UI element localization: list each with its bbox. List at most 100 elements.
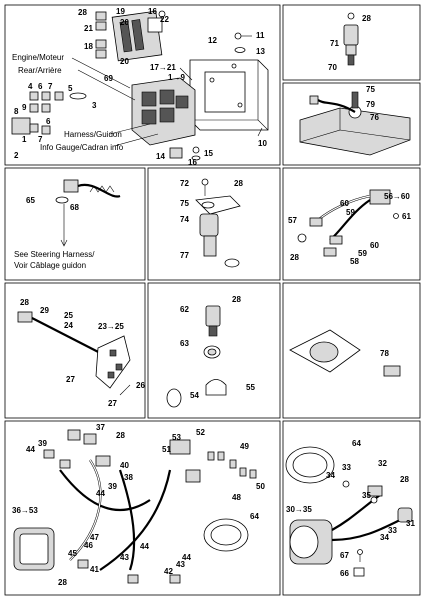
callout-72: 72 (180, 179, 189, 188)
callout-53: 53 (172, 433, 181, 442)
callout-28: 28 (116, 431, 125, 440)
callout-18: 18 (84, 42, 93, 51)
callout-64: 64 (250, 512, 259, 521)
callout-1-9: 1→9 (168, 73, 185, 82)
callout-60: 60 (340, 199, 349, 208)
callout-76: 76 (370, 113, 379, 122)
callout-28: 28 (234, 179, 243, 188)
panel-switch-23: 28 29 25 24 23→25 27 26 27 (17, 298, 145, 408)
callout-19: 19 (116, 7, 125, 16)
callout-63: 63 (180, 339, 189, 348)
callout-78: 78 (380, 349, 389, 358)
callout-24: 24 (64, 321, 73, 330)
callout-38: 38 (124, 473, 133, 482)
callout-30-35: 30→35 (286, 505, 312, 514)
callout-12: 12 (208, 36, 217, 45)
callout-55: 55 (246, 383, 255, 392)
callout-10: 10 (258, 139, 267, 148)
callout-43: 43 (120, 553, 129, 562)
callout-23-25: 23→25 (98, 322, 124, 331)
callout-48: 48 (232, 493, 241, 502)
callout-39b: 39 (108, 482, 117, 491)
panel-subharness-56: 56→60 60 57 59 61 60 28 59 58 (288, 189, 411, 266)
callout-28: 28 (362, 14, 371, 23)
callout-28: 28 (232, 295, 241, 304)
callout-28: 28 (20, 298, 29, 307)
callout-34: 34 (326, 471, 335, 480)
panel-cable-65: 65 68 See Steering Harness/ Voir Câblage… (14, 179, 121, 270)
callout-33: 33 (342, 463, 351, 472)
callout-56-60: 56→60 (384, 192, 410, 201)
callout-49: 49 (240, 442, 249, 451)
callout-40: 40 (120, 461, 129, 470)
label-rear: Rear/Arrière (18, 66, 62, 75)
panel-bracket-77: 72 28 75 74 77 (180, 178, 243, 268)
callout-32: 32 (378, 459, 387, 468)
callout-57: 57 (288, 216, 297, 225)
callout-75: 75 (180, 199, 189, 208)
panel-frames (4, 4, 421, 596)
callout-66: 66 (340, 569, 349, 578)
callout-42: 42 (164, 567, 173, 576)
label-engine: Engine/Moteur (12, 53, 64, 62)
callout-28b: 28 (58, 578, 67, 587)
callout-29: 29 (40, 306, 49, 315)
panel-sensor-71: 28 71 70 (328, 12, 371, 72)
callout-20b: 20 (120, 57, 129, 66)
callout-36-53: 36→53 (12, 506, 38, 515)
callout-60b: 60 (370, 241, 379, 250)
callout-65: 65 (26, 196, 35, 205)
callout-44b: 44 (96, 489, 105, 498)
callout-45: 45 (68, 549, 77, 558)
callout-59: 59 (346, 208, 355, 217)
callout-15: 15 (204, 149, 213, 158)
callout-33b: 33 (388, 526, 397, 535)
callout-74: 74 (180, 215, 189, 224)
label-see-steering: See Steering Harness/ (14, 250, 95, 259)
callout-35: 35 (362, 491, 371, 500)
callout-54: 54 (190, 391, 199, 400)
callout-3: 3 (92, 101, 97, 110)
label-harness: Harness/Guidon (64, 130, 122, 139)
panel-sensor-62: 62 28 63 54 55 (166, 295, 255, 408)
callout-62: 62 (180, 305, 189, 314)
panel-valve-block: 75 79 76 (299, 85, 411, 156)
callout-41: 41 (90, 565, 99, 574)
callout-21: 21 (84, 24, 93, 33)
callout-20: 20 (120, 18, 129, 27)
callout-37: 37 (96, 423, 105, 432)
callout-4: 4 (28, 82, 33, 91)
callout-46: 46 (84, 541, 93, 550)
callout-34b: 34 (380, 533, 389, 542)
callout-14: 14 (156, 152, 165, 161)
callout-6b: 6 (46, 117, 51, 126)
callout-64: 64 (352, 439, 361, 448)
panel-gauge-harness: 37 28 39 44 40 38 39 44 36→53 45 47 46 4… (12, 423, 265, 587)
callout-1: 1 (22, 135, 27, 144)
callout-44: 44 (26, 445, 35, 454)
callout-69: 69 (104, 74, 113, 83)
callout-58: 58 (350, 257, 359, 266)
callout-28: 28 (78, 8, 87, 17)
callout-7b: 7 (38, 135, 43, 144)
panel-main-labels: Engine/Moteur Rear/Arrière Harness/Guido… (12, 7, 267, 167)
callout-7: 7 (48, 82, 53, 91)
panel-housing-78: 78 (289, 329, 401, 377)
callout-39: 39 (38, 439, 47, 448)
label-info-gauge: Info Gauge/Cadran info (40, 143, 124, 152)
callout-44d: 44 (182, 553, 191, 562)
callout-9: 9 (22, 103, 27, 112)
callout-77: 77 (180, 251, 189, 260)
callout-26: 26 (136, 381, 145, 390)
callout-44c: 44 (140, 542, 149, 551)
callout-61: 61 (402, 212, 411, 221)
callout-28: 28 (400, 475, 409, 484)
callout-47: 47 (90, 533, 99, 542)
callout-17-21: 17→21 (150, 63, 176, 72)
callout-28: 28 (290, 253, 299, 262)
callout-8: 8 (14, 107, 19, 116)
callout-51: 51 (162, 445, 171, 454)
callout-27b: 27 (108, 399, 117, 408)
panel-main-harness (11, 10, 269, 161)
callout-50: 50 (256, 482, 265, 491)
